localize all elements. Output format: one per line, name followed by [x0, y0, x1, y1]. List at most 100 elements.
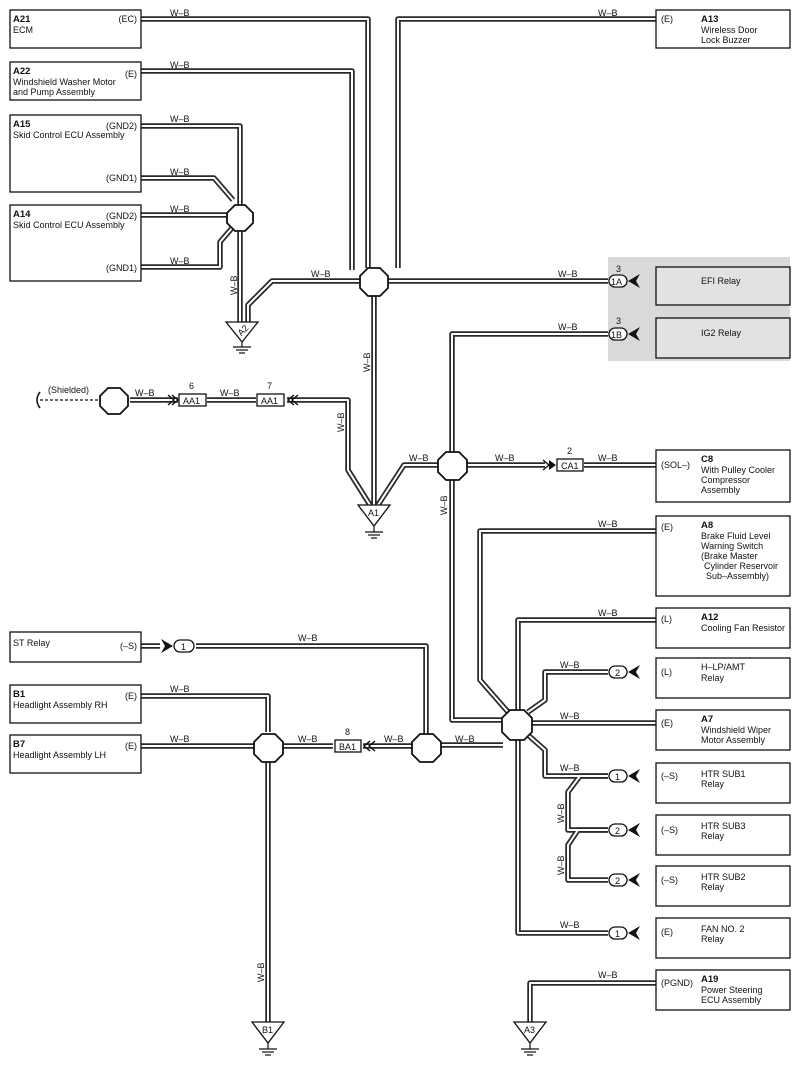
connector-label: 1 [615, 772, 620, 782]
component-name: Sub–Assembly) [706, 571, 769, 581]
wire-cores [130, 18, 656, 1022]
component-name: and Pump Assembly [13, 87, 96, 97]
component-name: ECM [13, 25, 33, 35]
inline-connector-ba1[interactable]: BA1 8 [334, 727, 376, 753]
junction-middle [437, 451, 468, 481]
wire-label: W–B [170, 60, 190, 70]
component-a19[interactable]: A19 Power Steering ECU Assembly (PGND) [655, 969, 791, 1011]
connector-label: 1A [611, 277, 622, 287]
component-a14[interactable]: A14 Skid Control ECU Assembly (GND2) (GN… [9, 204, 142, 282]
component-name: Cylinder Reservoir [704, 561, 778, 571]
component-id: C8 [701, 454, 713, 465]
connector-label: 2 [615, 826, 620, 836]
component-name: Warning Switch [701, 541, 763, 551]
component-a15[interactable]: A15 Skid Control ECU Assembly (GND2) (GN… [9, 114, 142, 193]
wire-label: W–B [298, 633, 318, 643]
wire-label: W–B [362, 352, 372, 372]
wire-label: W–B [560, 711, 580, 721]
component-fan-no2-relay[interactable]: FAN NO. 2 Relay (E) 1 [608, 917, 791, 959]
component-name: ST Relay [13, 638, 50, 648]
wire-label: W–B [311, 269, 331, 279]
wire-label: W–B [170, 684, 190, 694]
ground-label: A3 [524, 1025, 535, 1035]
component-name: Power Steering [701, 985, 763, 995]
component-a21[interactable]: A21 ECM (EC) [9, 9, 142, 49]
component-a22[interactable]: A22 Windshield Washer Motor and Pump Ass… [9, 61, 142, 101]
component-name: H–LP/AMT [701, 662, 746, 672]
connector-label: AA1 [183, 396, 200, 406]
component-a8[interactable]: A8 Brake Fluid Level Warning Switch (Bra… [655, 515, 791, 597]
wire-label: W–B [598, 8, 618, 18]
component-b1[interactable]: B1 Headlight Assembly RH (E) [9, 684, 142, 724]
connector-arrow-icon [628, 769, 640, 783]
pin-label: (E) [125, 691, 137, 701]
pin-label: (E) [661, 927, 673, 937]
junction-lower-left [253, 733, 284, 763]
connector-label: AA1 [261, 396, 278, 406]
wire-label: W–B [384, 734, 404, 744]
junction-center [359, 267, 389, 297]
component-htr-sub1-relay[interactable]: HTR SUB1 Relay (–S) 1 [608, 762, 791, 804]
pin-label: (EC) [119, 14, 138, 24]
component-st-relay[interactable]: ST Relay (–S) 1 [9, 631, 195, 663]
component-a13[interactable]: A13 Wireless Door Lock Buzzer (E) [655, 9, 791, 49]
component-a12[interactable]: A12 Cooling Fan Resistor (L) [655, 607, 791, 649]
connector-arrow-icon [628, 823, 640, 837]
component-name: Assembly [701, 485, 741, 495]
pin-label: (–S) [661, 825, 678, 835]
connector-arrow-icon [628, 926, 640, 940]
component-name: Lock Buzzer [701, 35, 751, 45]
wire-label: W–B [170, 114, 190, 124]
pin-label: (E) [661, 14, 673, 24]
component-id: A15 [13, 119, 31, 130]
pin-number: 8 [345, 727, 350, 737]
component-htr-sub3-relay[interactable]: HTR SUB3 Relay (–S) 2 [608, 814, 791, 856]
component-hlp-amt-relay[interactable]: H–LP/AMT Relay (L) 2 [608, 657, 791, 699]
component-htr-sub2-relay[interactable]: HTR SUB2 Relay (–S) 2 [608, 865, 791, 907]
pin-label: (SOL–) [661, 460, 690, 470]
connector-label: 2 [615, 876, 620, 886]
wire-label: W–B [170, 8, 190, 18]
inline-connector-aa1-7[interactable]: AA1 7 [256, 381, 299, 407]
connector-arrow-icon [628, 327, 640, 341]
pin-label: (E) [661, 718, 673, 728]
wire-label: W–B [135, 388, 155, 398]
pin-label: (GND2) [106, 121, 137, 131]
component-a7[interactable]: A7 Windshield Wiper Motor Assembly (E) [655, 709, 791, 751]
component-name: Skid Control ECU Assembly [13, 220, 125, 230]
component-id: B7 [13, 739, 25, 750]
ground-a1: A1 [356, 504, 392, 539]
junction-lower-right [501, 709, 533, 741]
connector-arrow-icon [628, 873, 640, 887]
component-b7[interactable]: B7 Headlight Assembly LH (E) [9, 734, 142, 774]
component-id: A12 [701, 612, 718, 623]
connector-arrow-icon [628, 665, 640, 679]
pin-label: (E) [125, 741, 137, 751]
inline-connector-aa1-6[interactable]: AA1 6 [167, 381, 207, 407]
component-name: HTR SUB3 [701, 821, 746, 831]
component-id: A21 [13, 14, 31, 25]
pin-label: (GND1) [106, 263, 137, 273]
component-name: With Pulley Cooler [701, 465, 775, 475]
component-c8[interactable]: C8 With Pulley Cooler Compressor Assembl… [655, 449, 791, 503]
inline-connector-ca1[interactable]: CA1 2 [542, 446, 584, 472]
component-name: Compressor [701, 475, 750, 485]
connector-label: 1B [611, 330, 622, 340]
component-name: Relay [701, 779, 725, 789]
junction-shield [99, 387, 129, 415]
component-id: A19 [701, 974, 718, 985]
wire-label: W–B [256, 962, 266, 982]
wire-label: W–B [220, 388, 240, 398]
component-name: FAN NO. 2 [701, 924, 745, 934]
component-id: A13 [701, 14, 718, 25]
pin-number: 6 [189, 381, 194, 391]
pin-label: (–S) [120, 641, 137, 651]
component-id: A8 [701, 520, 713, 531]
component-efi-relay[interactable]: EFI Relay 3 1A [608, 264, 791, 306]
wire-label: W–B [455, 734, 475, 744]
wire-harness [130, 16, 656, 1022]
junction-lower-center [411, 733, 442, 763]
component-ig2-relay[interactable]: IG2 Relay 3 1B [608, 316, 791, 359]
wire-label: W–B [558, 322, 578, 332]
